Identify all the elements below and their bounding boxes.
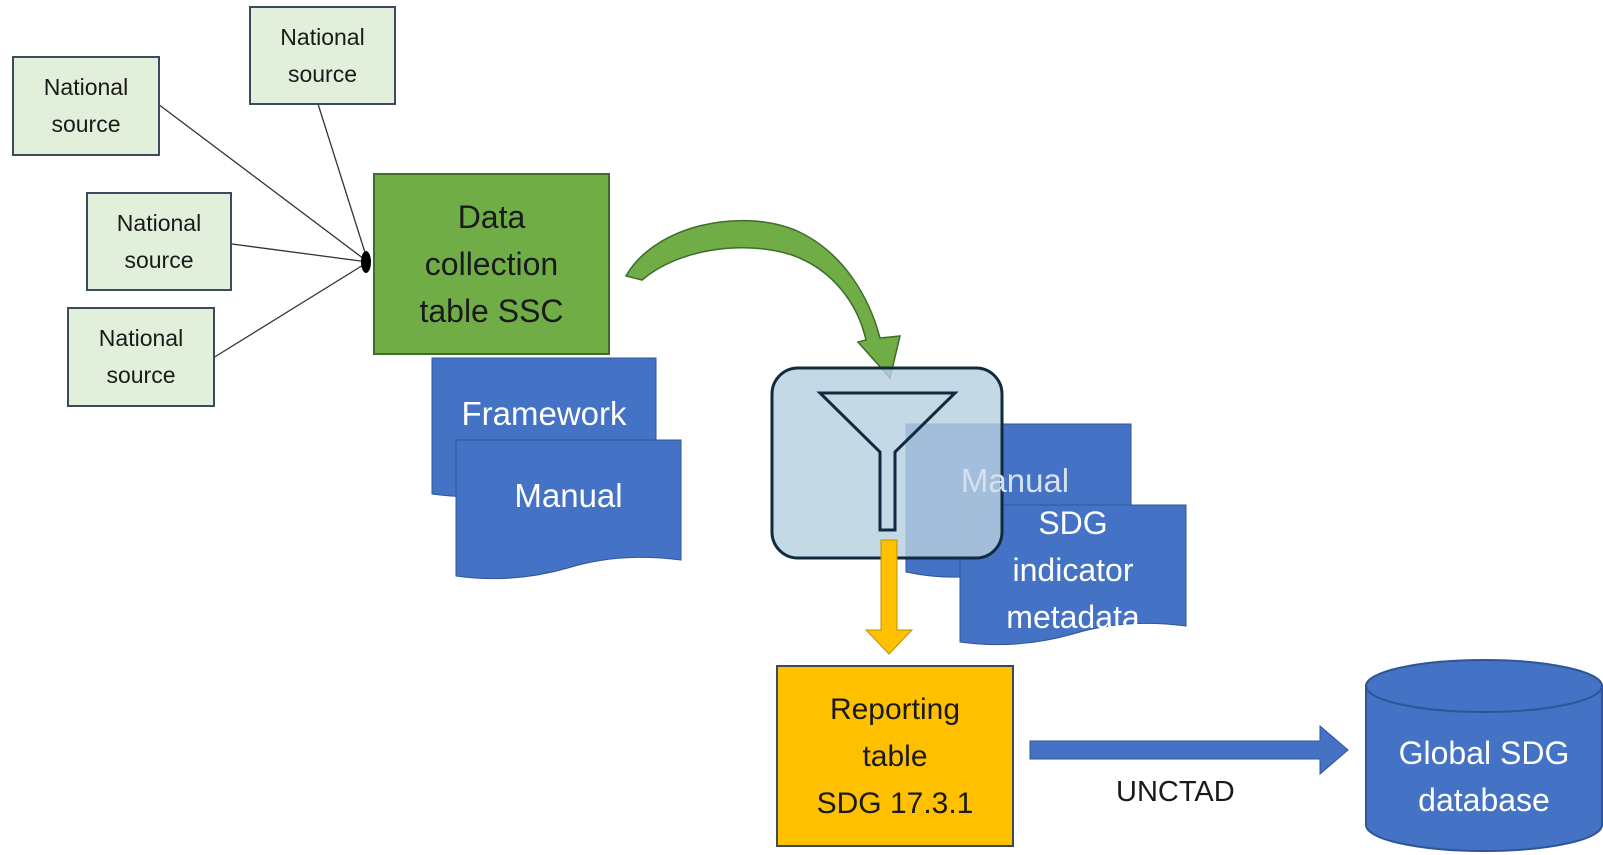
data-collection-table: Data collection table SSC: [373, 173, 610, 355]
national-source-3: National source: [86, 192, 232, 291]
sdg-metadata-document-shape: [959, 504, 1187, 646]
green-curved-arrow: [624, 219, 901, 380]
manual-document-shape: [455, 439, 682, 580]
unctad-label: UNCTAD: [1116, 776, 1235, 808]
source-connectors: [157, 103, 369, 359]
funnel-icon: [816, 391, 959, 532]
framework-label: Framework: [461, 395, 627, 432]
manual-label: Manual: [514, 477, 623, 514]
global-sdg-database-shape: [1365, 659, 1603, 852]
national-source-1: National source: [12, 56, 160, 156]
manual-label-2: Manual: [960, 462, 1070, 499]
connector-junction: [361, 251, 371, 273]
orange-down-arrow: [864, 539, 914, 655]
blue-right-arrow: [1029, 724, 1349, 776]
global-sdg-database-label: Global SDG database: [1398, 735, 1570, 818]
national-source-2: National source: [249, 6, 396, 105]
sdg-metadata-label: SDG indicator metadata: [1006, 505, 1140, 635]
reporting-table: Reporting table SDG 17.3.1: [776, 665, 1014, 847]
national-source-4: National source: [67, 307, 215, 407]
